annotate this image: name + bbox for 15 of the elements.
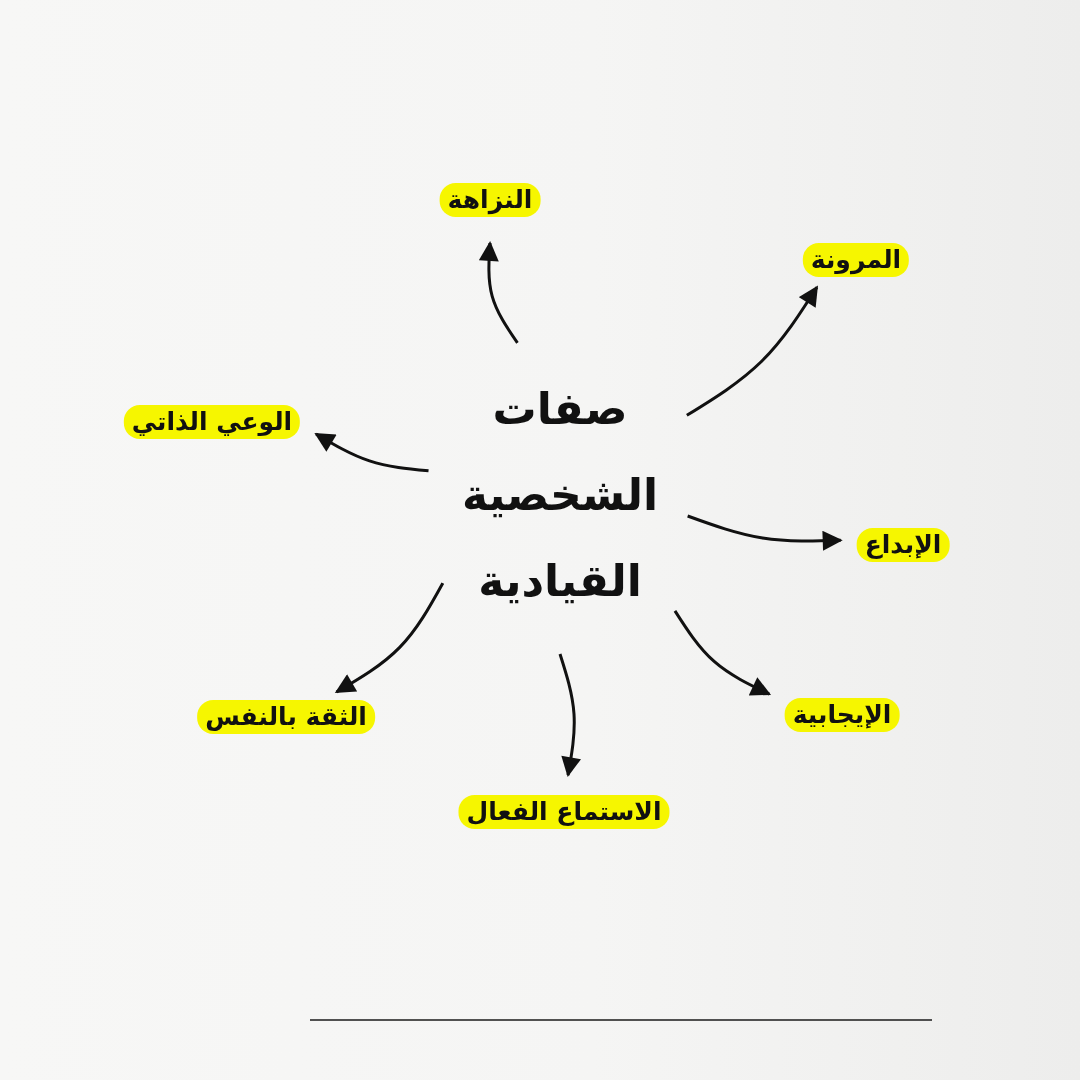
curved-arrow — [314, 432, 429, 473]
curved-arrow — [334, 582, 445, 694]
curved-arrow — [558, 653, 581, 778]
highlighted-trait-label: النزاهة — [439, 183, 541, 217]
curved-arrow — [478, 241, 519, 344]
highlighted-trait-label: الثقة بالنفس — [197, 700, 375, 734]
highlighted-trait-label: المرونة — [802, 243, 910, 277]
curved-arrow — [686, 285, 819, 417]
highlighted-trait-label: الإيجابية — [784, 698, 900, 732]
highlighted-trait-label: الاستماع الفعال — [458, 795, 670, 829]
highlighted-trait-label: الوعي الذاتي — [123, 405, 301, 439]
curved-arrow — [673, 610, 772, 696]
curved-arrow — [687, 514, 843, 551]
central-topic-text: صفات الشخصية القيادية — [461, 366, 659, 624]
highlighted-trait-label: الإبداع — [856, 528, 950, 562]
